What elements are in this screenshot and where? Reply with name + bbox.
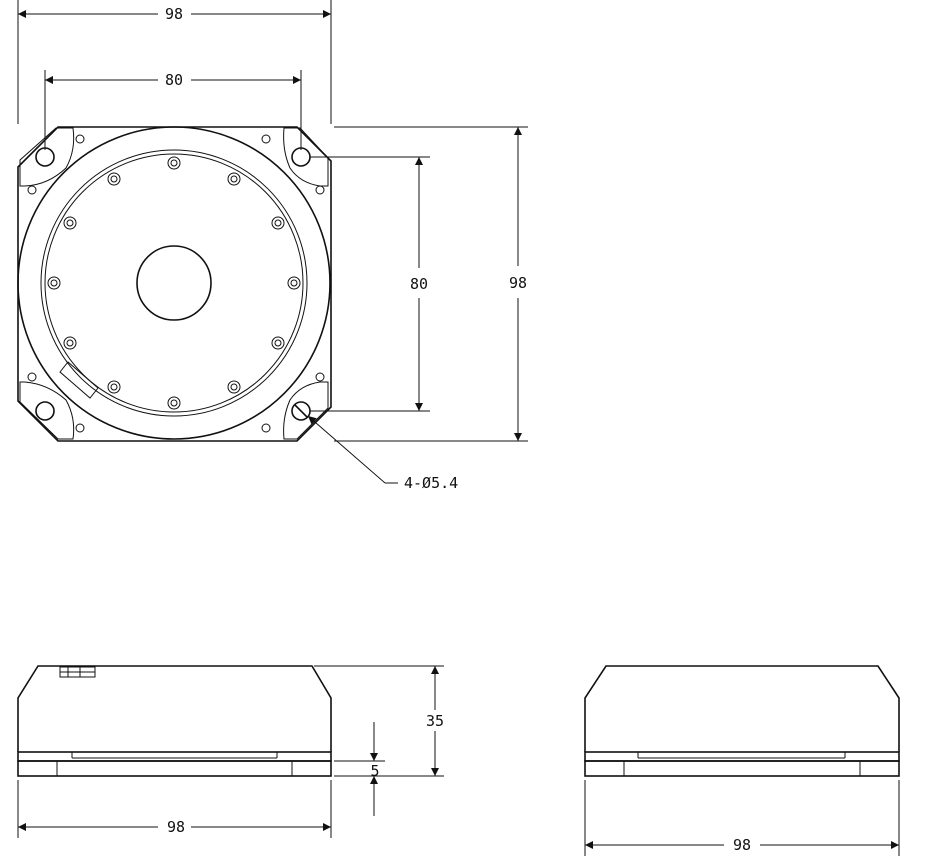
mounting-hole-tl	[35, 147, 55, 167]
dim-label-hole-spacing-v: 80	[410, 275, 428, 293]
front-view: 35 5 98	[17, 665, 444, 838]
front-base	[17, 760, 332, 777]
dim-label-top-height: 98	[509, 274, 527, 292]
front-body	[17, 665, 332, 752]
corner-pocket-br	[283, 381, 329, 440]
dim-label-side-width: 98	[733, 836, 751, 854]
hole-callout: 4-Ø5.4	[307, 415, 458, 492]
rotor-inner-ring	[44, 153, 304, 413]
front-flange	[17, 751, 332, 762]
dim-front-width-98: 98	[17, 780, 332, 838]
side-flange	[584, 751, 900, 762]
dim-side-width-98: 98	[584, 780, 900, 856]
dim-hole-spacing-80-horizontal: 80	[44, 70, 302, 150]
corner-pocket-bl	[19, 381, 75, 440]
dim-top-height-98: 98	[334, 126, 528, 442]
center-bore	[136, 245, 212, 321]
dim-label-front-width: 98	[167, 818, 185, 836]
corner-pocket-tl	[19, 127, 75, 187]
dim-label-top-width: 98	[165, 5, 183, 23]
connector-tab	[59, 361, 99, 399]
side-body	[584, 665, 900, 752]
mounting-hole-tr	[291, 147, 311, 167]
dim-label-front-base: 5	[370, 762, 379, 780]
dim-hole-spacing-80-vertical: 80	[310, 156, 430, 412]
edge-screws	[27, 134, 325, 433]
hole-callout-label: 4-Ø5.4	[404, 474, 458, 492]
dim-label-front-height: 35	[426, 712, 444, 730]
top-view: 98 80 80 98 4-	[17, 0, 528, 492]
dim-top-width-98: 98	[17, 0, 332, 124]
dim-label-hole-spacing-h: 80	[165, 71, 183, 89]
rotor-ring	[40, 149, 308, 417]
rotor-bolts	[47, 156, 301, 410]
dim-front-height-35: 35	[314, 665, 444, 777]
side-base	[584, 760, 900, 777]
housing-outline	[17, 126, 332, 442]
side-view: 98	[584, 665, 900, 856]
mounting-hole-bl	[35, 401, 55, 421]
dim-front-base-5: 5	[334, 722, 385, 816]
outer-ring	[17, 126, 331, 440]
